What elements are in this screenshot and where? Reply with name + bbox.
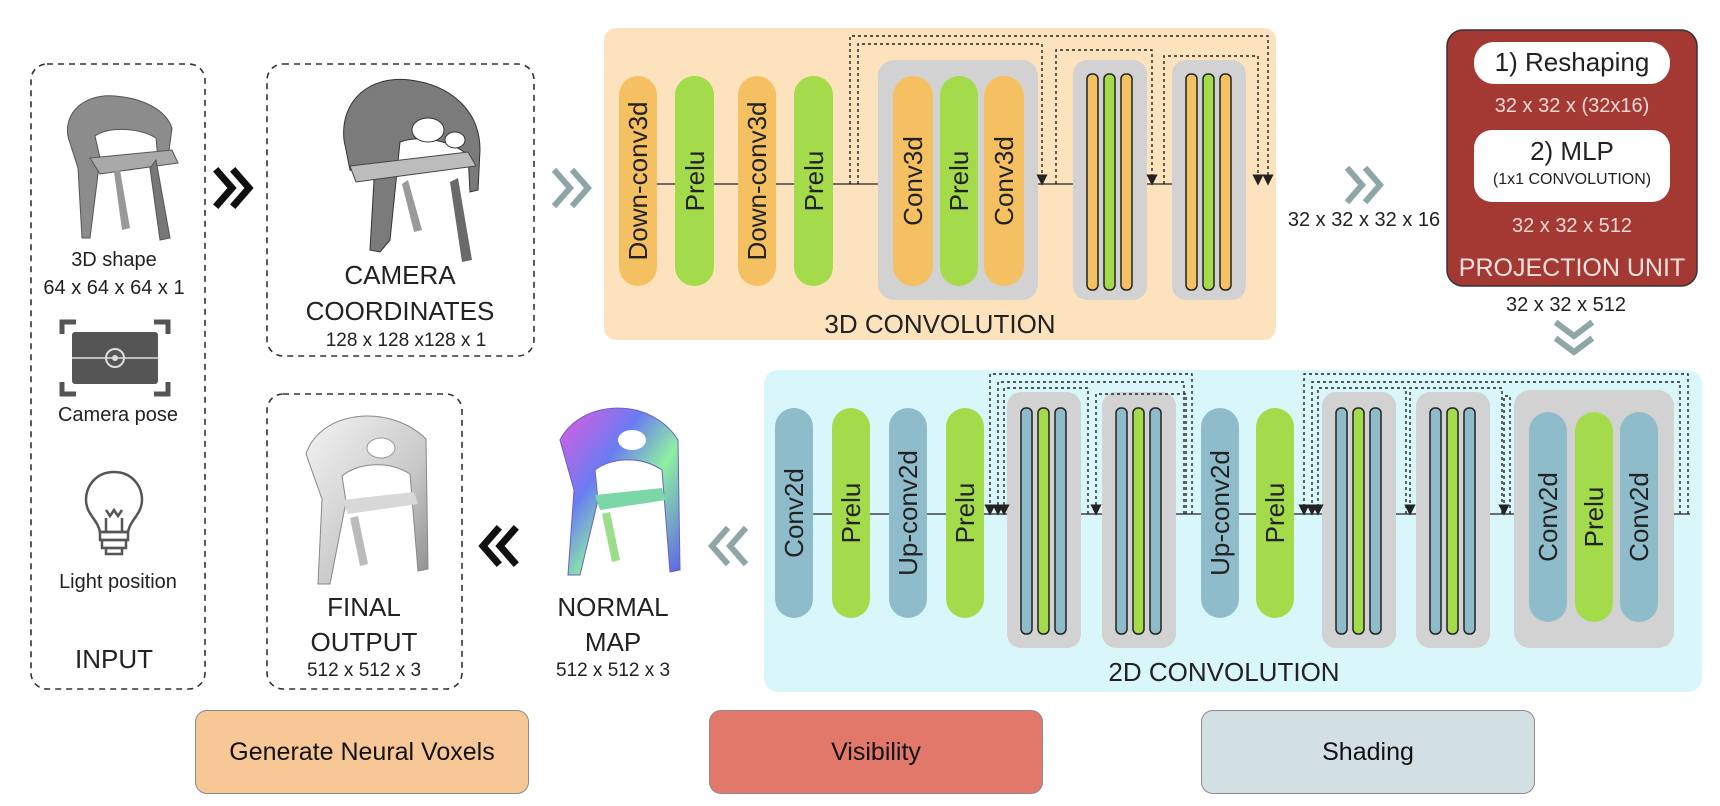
conv2d-label: Conv2d xyxy=(779,468,809,558)
prelu-layer xyxy=(832,408,870,618)
final-output-title-2: OUTPUT xyxy=(311,627,418,657)
double-chevron-right-icon xyxy=(551,167,592,209)
prelu-label: Prelu xyxy=(1579,487,1609,548)
conv3d-layer xyxy=(893,76,933,286)
prelu-label: Prelu xyxy=(799,151,829,212)
normal-map-title-1: NORMAL xyxy=(557,592,668,622)
light-bulb-icon xyxy=(84,470,144,556)
legend-visibility: Visibility xyxy=(709,710,1043,794)
light-position-label: Light position xyxy=(59,571,177,593)
input-title: INPUT xyxy=(75,644,153,674)
prelu-label: Prelu xyxy=(836,483,866,544)
double-chevron-left-icon xyxy=(708,525,749,567)
reshaping-dims: 32 x 32 x (32x16) xyxy=(1495,95,1650,117)
shape-label: 3D shape xyxy=(71,249,157,271)
mlp-label: 2) MLP xyxy=(1530,136,1614,166)
down-conv3d-label: Down-conv3d xyxy=(623,102,653,261)
conv3d-title: 3D CONVOLUTION xyxy=(824,309,1055,339)
prelu-label: Prelu xyxy=(1260,483,1290,544)
up-conv2d-label: Up-conv2d xyxy=(893,450,923,576)
conv2d-label: Conv2d xyxy=(1533,472,1563,562)
double-chevron-down-icon xyxy=(1553,319,1595,356)
conv3d-layer xyxy=(984,76,1024,286)
conv2d-layer xyxy=(1529,412,1567,622)
legend-shading: Shading xyxy=(1201,710,1535,794)
conv3d-output-dims: 32 x 32 x 32 x 16 xyxy=(1288,209,1440,231)
up-conv2d-layer xyxy=(889,408,927,618)
projection-output-dims: 32 x 32 x 512 xyxy=(1506,294,1626,316)
skip-connections-3d xyxy=(849,35,1274,186)
conv2d-title: 2D CONVOLUTION xyxy=(1108,657,1339,687)
mlp-sublabel: (1x1 CONVOLUTION) xyxy=(1493,171,1651,188)
camera-pose-icon xyxy=(59,319,171,397)
input-panel xyxy=(30,63,206,690)
camera-coordinates-title-2: COORDINATES xyxy=(306,296,495,326)
chair-shape-icon xyxy=(66,95,179,241)
normal-map-image xyxy=(559,407,681,576)
prelu-layer xyxy=(675,76,714,286)
legend-shading-label: Shading xyxy=(1322,737,1414,766)
reshaping-label: 1) Reshaping xyxy=(1495,47,1650,77)
down-conv3d-layer xyxy=(738,76,776,286)
prelu-layer xyxy=(1256,408,1294,618)
conv2d-layer xyxy=(1620,412,1658,622)
conv2d-layer xyxy=(775,408,813,618)
prelu-layer xyxy=(1575,412,1613,622)
rendered-chair-image xyxy=(305,415,429,585)
voxel-chair-image xyxy=(343,78,481,262)
up-conv2d-label: Up-conv2d xyxy=(1205,450,1235,576)
camera-coordinates-title-1: CAMERA xyxy=(344,260,456,290)
camera-coordinates-dims: 128 x 128 x128 x 1 xyxy=(326,330,487,351)
down-conv3d-label: Down-conv3d xyxy=(742,102,772,261)
final-output-panel xyxy=(266,393,463,690)
prelu-label: Prelu xyxy=(680,151,710,212)
skip-connections-2d xyxy=(984,373,1689,516)
up-conv2d-layer xyxy=(1201,408,1239,618)
shape-dims: 64 x 64 x 64 x 1 xyxy=(43,277,184,299)
legend-generate-neural-voxels: Generate Neural Voxels xyxy=(195,710,529,794)
reshaping-step xyxy=(1474,42,1670,84)
prelu-layer xyxy=(794,76,833,286)
normal-map-dims: 512 x 512 x 3 xyxy=(556,660,670,681)
double-chevron-right-icon xyxy=(1344,165,1384,205)
final-output-title-1: FINAL xyxy=(327,592,401,622)
prelu-label: Prelu xyxy=(944,151,974,212)
conv2d-label: Conv2d xyxy=(1624,472,1654,562)
conv3d-label: Conv3d xyxy=(898,136,928,226)
legend-visibility-label: Visibility xyxy=(831,737,921,766)
final-output-dims: 512 x 512 x 3 xyxy=(307,660,421,681)
camera-coordinates-panel xyxy=(266,63,535,357)
double-chevron-right-icon xyxy=(213,167,254,209)
conv3d-label: Conv3d xyxy=(989,136,1019,226)
projection-title: PROJECTION UNIT xyxy=(1459,254,1685,282)
mlp-step xyxy=(1474,130,1670,202)
double-chevron-left-icon xyxy=(478,525,519,567)
prelu-layer xyxy=(940,76,978,286)
down-conv3d-layer xyxy=(619,76,657,286)
mlp-dims: 32 x 32 x 512 xyxy=(1512,215,1632,237)
legend-neural-voxels-label: Generate Neural Voxels xyxy=(229,737,495,766)
normal-map-title-2: MAP xyxy=(585,627,641,657)
prelu-label: Prelu xyxy=(950,483,980,544)
camera-pose-label: Camera pose xyxy=(58,404,178,426)
prelu-layer xyxy=(946,408,984,618)
